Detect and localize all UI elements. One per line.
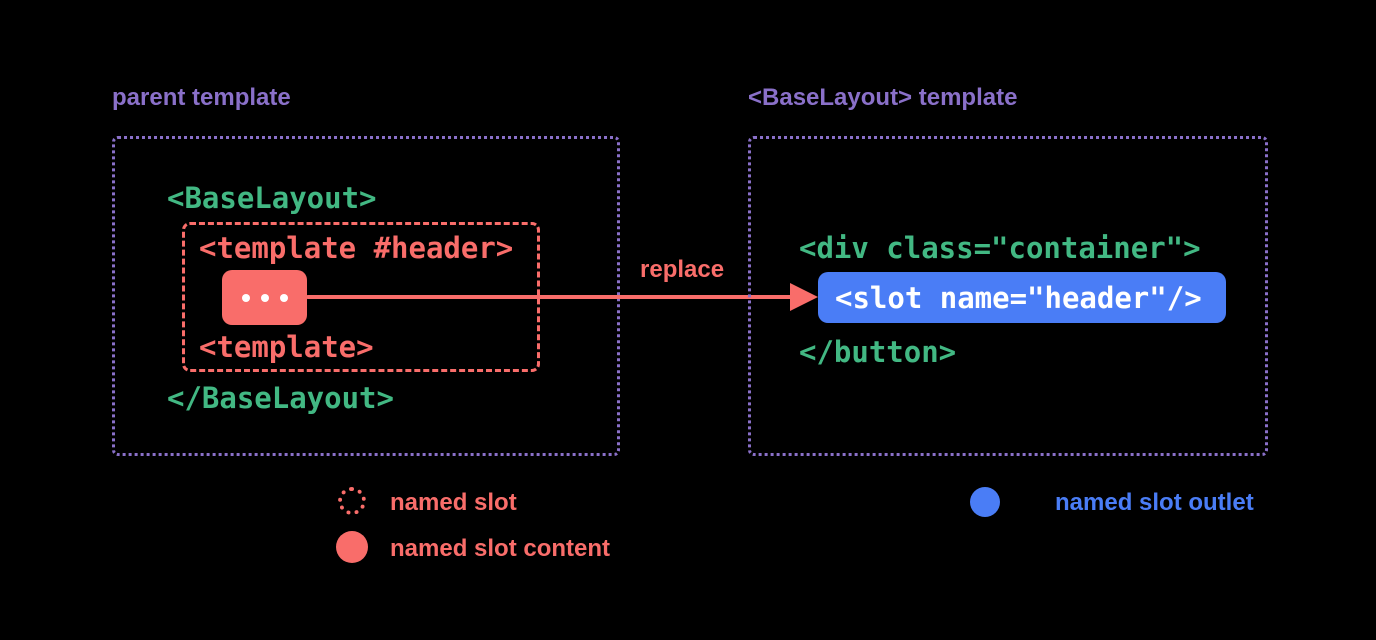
arrow-head-icon (790, 283, 818, 311)
named-slot-content-legend-label: named slot content (390, 535, 611, 562)
named-slot-legend-icon (338, 487, 366, 515)
named-slot-outlet-box: <slot name="header"/> (818, 272, 1226, 323)
right-panel-title: <BaseLayout> template (748, 84, 1018, 111)
button-close-tag: </button> (799, 335, 957, 369)
named-slot-content-legend-icon (336, 531, 368, 563)
ellipsis-dot-icon (260, 293, 269, 302)
baselayout-template-box (748, 136, 1268, 456)
ellipsis-dot-icon (279, 293, 288, 302)
parent-open-tag: <BaseLayout> (167, 181, 377, 215)
named-slot-legend-label: named slot (390, 489, 517, 516)
named-slot-content-box (222, 270, 307, 325)
named-slot-outlet-legend-icon (970, 487, 1000, 517)
parent-close-tag: </BaseLayout> (167, 381, 394, 415)
template-header-open-tag: <template #header> (199, 231, 514, 265)
slot-outlet-tag: <slot name="header"/> (835, 280, 1202, 315)
left-panel-title: parent template (112, 84, 291, 111)
replace-arrow-label: replace (640, 256, 725, 283)
named-slot-outlet-legend-label: named slot outlet (1055, 489, 1254, 516)
container-open-tag: <div class="container"> (799, 231, 1201, 265)
ellipsis-dot-icon (241, 293, 250, 302)
template-close-tag: <template> (199, 330, 374, 364)
arrow-line (306, 295, 793, 299)
